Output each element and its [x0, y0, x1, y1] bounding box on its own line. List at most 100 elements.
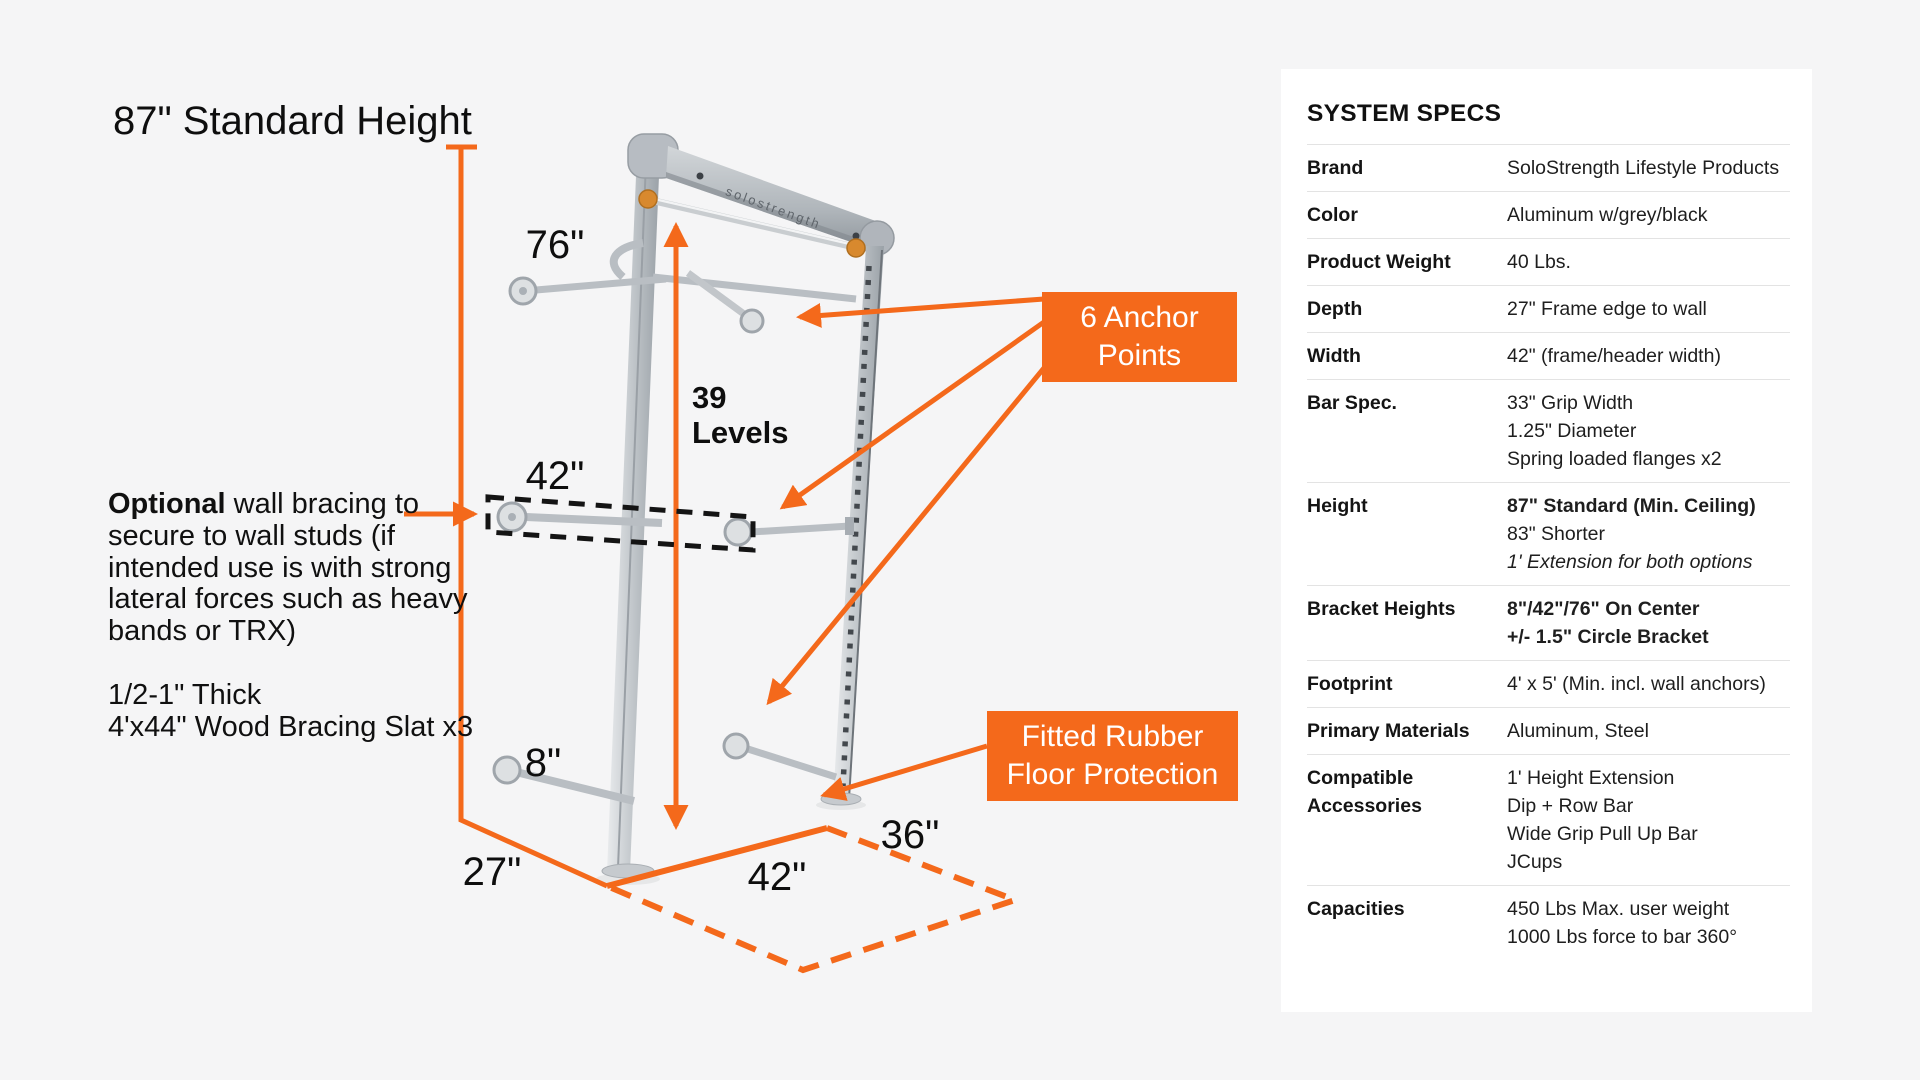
spec-row: Width 42" (frame/header width) — [1307, 332, 1790, 379]
spec-row: Bracket Heights 8"/42"/76" On Center+/- 1… — [1307, 585, 1790, 660]
adjustment-holes — [840, 265, 872, 787]
floor-edge-solid — [606, 825, 828, 889]
wall-flange-bolt — [508, 513, 516, 521]
upper-bar-front — [685, 270, 751, 320]
levels-label: 39 Levels — [692, 380, 789, 450]
spec-value-line: 8"/42"/76" On Center — [1507, 598, 1700, 620]
spec-value: 4' x 5' (Min. incl. wall anchors) — [1507, 670, 1790, 698]
right-post-edge — [848, 249, 883, 800]
anchor-arrow-mid — [779, 319, 1046, 510]
spec-row: Height 87" Standard (Min. Ceiling)83" Sho… — [1307, 482, 1790, 585]
spec-label: Brand — [1307, 157, 1364, 179]
spec-value-line: Dip + Row Bar — [1507, 795, 1634, 817]
anchor-points-callout-text: 6 Anchor Points — [1080, 301, 1199, 372]
spec-value-line: 40 Lbs. — [1507, 251, 1571, 273]
left-post — [607, 152, 660, 872]
bar-collar — [638, 189, 658, 209]
upper-bent-bar — [609, 239, 644, 281]
dim-42-mid-label: 42" — [525, 454, 585, 498]
header-beam — [666, 146, 884, 252]
spec-value-line: Spring loaded flanges x2 — [1507, 448, 1722, 470]
chrome-bar — [649, 196, 855, 251]
spec-row: Footprint 4' x 5' (Min. incl. wall anchor… — [1307, 660, 1790, 707]
low-bar-right — [746, 745, 838, 781]
spec-label: Width — [1307, 345, 1361, 367]
bar-collar — [846, 238, 866, 258]
wall-bracing-dashed-box — [485, 494, 756, 553]
spec-row: Depth 27" Frame edge to wall — [1307, 285, 1790, 332]
rubber-floor-callout: Fitted Rubber Floor Protection — [987, 711, 1238, 801]
annotation-lines — [404, 144, 1046, 974]
spec-value-line: Wide Grip Pull Up Bar — [1507, 823, 1698, 845]
rack-drawing: solostrength — [492, 133, 895, 885]
spec-label: Footprint — [1307, 673, 1393, 695]
upper-bar-left — [535, 275, 667, 294]
spec-label: Color — [1307, 204, 1358, 226]
spec-row: Compatible Accessories 1' Height Extensio… — [1307, 754, 1790, 885]
spec-label: Compatible Accessories — [1307, 767, 1422, 817]
spec-value-line: 1' Height Extension — [1507, 767, 1675, 789]
note-lead: Optional — [108, 488, 226, 520]
dim-8-label: 8" — [524, 741, 562, 785]
dim-36-label: 36" — [880, 813, 940, 857]
right-post — [833, 246, 884, 802]
standard-height-label: 87" Standard Height — [113, 99, 472, 143]
low-bar-left — [519, 769, 635, 805]
spec-value: 40 Lbs. — [1507, 248, 1790, 276]
spec-value-line: Aluminum, Steel — [1507, 720, 1649, 742]
anchor-arrow-low — [766, 366, 1046, 706]
rubber-floor-callout-text: Fitted Rubber Floor Protection — [1006, 720, 1219, 791]
system-specs-card: SYSTEM SPECS Brand SoloStrength Lifestyle… — [1281, 69, 1812, 1012]
dim-87-line — [458, 147, 609, 889]
upper-bar-right — [652, 273, 857, 303]
spec-value: Aluminum, Steel — [1507, 717, 1790, 745]
spec-row: Brand SoloStrength Lifestyle Products — [1307, 144, 1790, 191]
spec-value: 42" (frame/header width) — [1507, 342, 1790, 370]
dim-42-floor-label: 42" — [747, 855, 807, 899]
mid-bar-right — [750, 522, 851, 536]
optional-bracing-note: Optional wall bracing to secure to wall … — [108, 488, 488, 743]
note-body: wall bracing to secure to wall studs (if… — [108, 488, 474, 743]
floor-edge-dashed — [605, 825, 1024, 974]
specs-title: SYSTEM SPECS — [1307, 100, 1502, 127]
spec-value: Aluminum w/grey/black — [1507, 201, 1790, 229]
dim-76-label: 76" — [525, 223, 585, 267]
spec-value-line: 27" Frame edge to wall — [1507, 298, 1707, 320]
mid-bar-left — [525, 513, 663, 527]
spec-label: Bracket Heights — [1307, 598, 1456, 620]
wall-flange — [739, 308, 765, 334]
spec-row: Color Aluminum w/grey/black — [1307, 191, 1790, 238]
spec-value: SoloStrength Lifestyle Products — [1507, 154, 1790, 182]
spec-value-line: 1.25" Diameter — [1507, 420, 1637, 442]
chrome-bar-highlight — [649, 196, 855, 247]
spec-label: Bar Spec. — [1307, 392, 1397, 414]
wall-flange — [722, 732, 750, 760]
spec-value-line: Aluminum w/grey/black — [1507, 204, 1708, 226]
spec-value-line: 1' Extension for both options — [1507, 551, 1753, 573]
spec-label: Depth — [1307, 298, 1363, 320]
header-rivet — [852, 232, 860, 240]
spec-label: Primary Materials — [1307, 720, 1470, 742]
anchor-arrow-top — [796, 296, 1045, 328]
spec-label: Height — [1307, 495, 1368, 517]
dim-27-label: 27" — [462, 850, 522, 894]
wall-flange-bolt — [519, 287, 527, 295]
spec-value-line: 450 Lbs Max. user weight — [1507, 898, 1730, 920]
spec-label: Capacities — [1307, 898, 1405, 920]
spec-value: 8"/42"/76" On Center+/- 1.5" Circle Brac… — [1507, 595, 1790, 651]
header-beam-edge — [666, 172, 880, 252]
spec-row: Primary Materials Aluminum, Steel — [1307, 707, 1790, 754]
header-rivet — [696, 172, 704, 180]
spec-value-line: 87" Standard (Min. Ceiling) — [1507, 495, 1756, 517]
anchor-points-callout: 6 Anchor Points — [1042, 292, 1237, 382]
wall-flange — [492, 755, 522, 785]
rubber-floor-arrow — [820, 743, 988, 801]
spec-value-line: SoloStrength Lifestyle Products — [1507, 157, 1780, 179]
